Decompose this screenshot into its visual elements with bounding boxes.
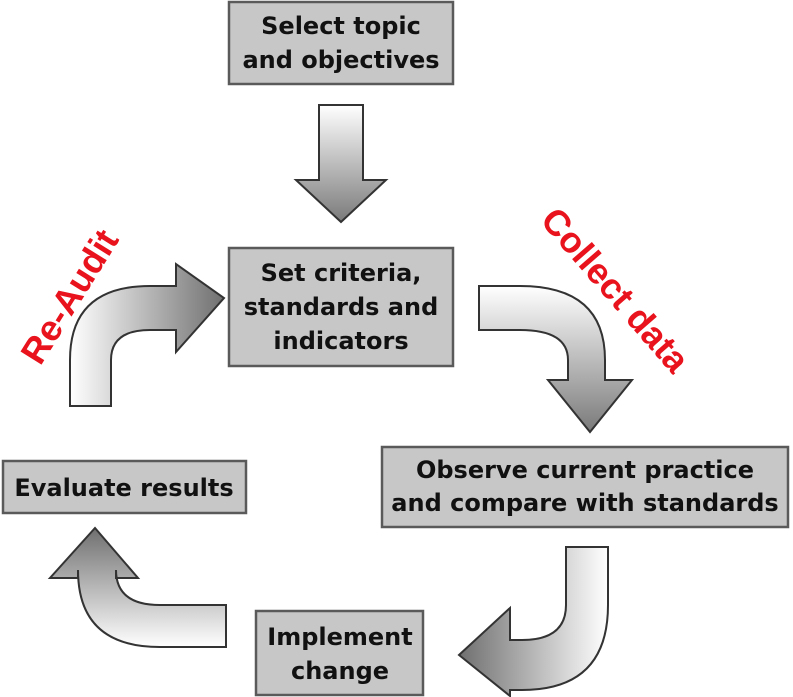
- observe-box: Observe current practice and compare wit…: [380, 445, 790, 529]
- select-topic-box: Select topic and objectives: [227, 0, 455, 86]
- set-criteria-line-1: Set criteria,: [261, 259, 422, 287]
- select-topic-line-1: Select topic: [261, 12, 421, 40]
- implement-line-2: change: [291, 657, 389, 685]
- curved-arrow-left-icon: [457, 546, 609, 697]
- set-criteria-box: Set criteria, standards and indicators: [227, 246, 455, 368]
- implement-change-box: Implement change: [254, 609, 425, 697]
- curved-arrow-right-icon: [69, 262, 226, 407]
- select-topic-line-2: and objectives: [242, 46, 439, 74]
- evaluate-results-box: Evaluate results: [1, 459, 248, 515]
- arrow-down-icon: [293, 104, 389, 224]
- implement-line-1: Implement: [267, 623, 412, 651]
- observe-line-2: and compare with standards: [391, 489, 778, 517]
- set-criteria-line-3: indicators: [273, 327, 408, 355]
- set-criteria-line-2: standards and: [244, 293, 439, 321]
- evaluate-results-text: Evaluate results: [14, 474, 233, 502]
- curved-arrow-down-icon: [478, 285, 635, 434]
- curved-arrow-up-icon: [47, 526, 227, 648]
- observe-line-1: Observe current practice: [416, 456, 754, 484]
